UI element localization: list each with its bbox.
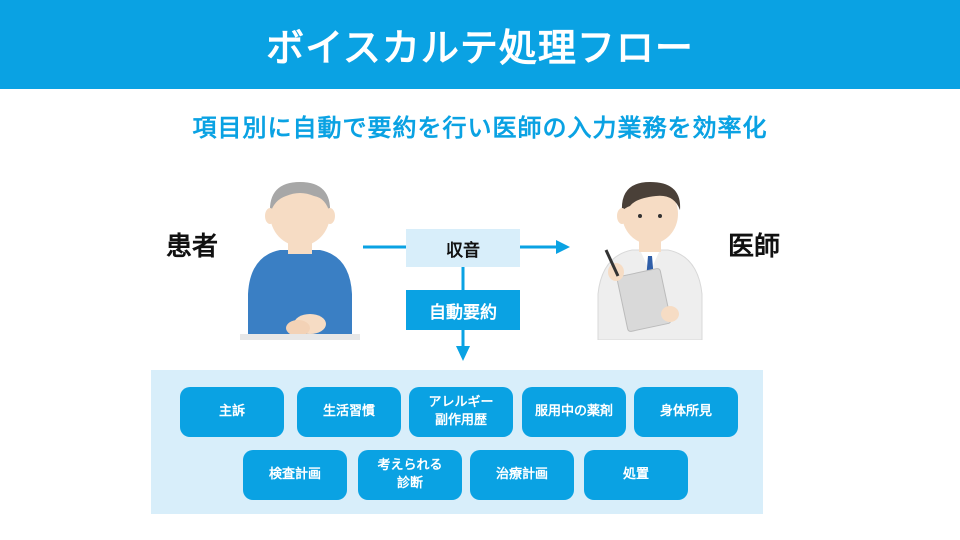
page-title: ボイスカルテ処理フロー xyxy=(266,26,694,70)
page-subtitle: 項目別に自動で要約を行い医師の入力業務を効率化 xyxy=(192,114,768,142)
category-panel: 主訴 生活習慣 アレルギー 副作用歴 服用中の薬剤 身体所見 検査計画 考えられ… xyxy=(151,370,763,514)
category-treatment-plan: 治療計画 xyxy=(470,450,574,500)
header-bar: ボイスカルテ処理フロー xyxy=(0,0,960,89)
category-possible-diagnosis: 考えられる 診断 xyxy=(358,450,462,500)
doctor-label: 医師 xyxy=(728,232,781,262)
category-physical-findings: 身体所見 xyxy=(634,387,738,437)
category-current-medication: 服用中の薬剤 xyxy=(522,387,626,437)
category-allergy-history: アレルギー 副作用歴 xyxy=(409,387,513,437)
category-lifestyle: 生活習慣 xyxy=(297,387,401,437)
category-chief-complaint: 主訴 xyxy=(180,387,284,437)
patient-label: 患者 xyxy=(166,232,219,262)
patient-illustration xyxy=(240,182,360,340)
category-exam-plan: 検査計画 xyxy=(243,450,347,500)
record-step: 収音 xyxy=(406,229,520,267)
category-procedure: 処置 xyxy=(584,450,688,500)
doctor-illustration xyxy=(597,182,703,340)
auto-summary-step: 自動要約 xyxy=(406,290,520,330)
